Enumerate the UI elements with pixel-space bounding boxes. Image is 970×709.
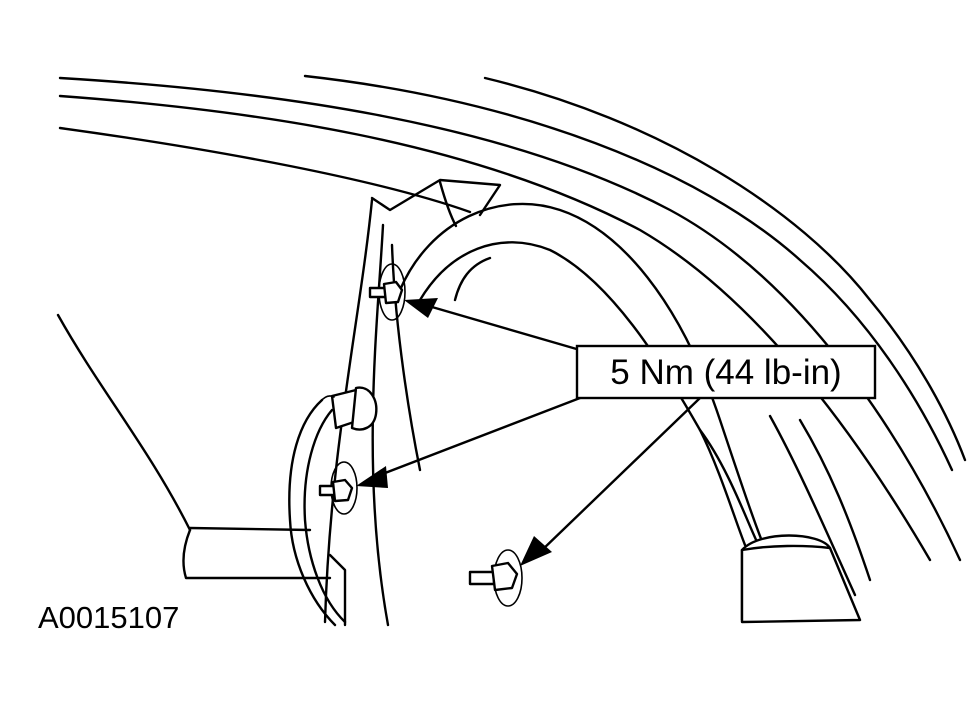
arrow-head-middle — [356, 466, 388, 488]
fastener-upper — [368, 263, 406, 321]
torque-callout-label: 5 Nm (44 lb-in) — [610, 353, 841, 392]
torque-callout-box — [575, 344, 877, 400]
fastener-middle — [318, 461, 358, 515]
arrow-head-upper — [404, 298, 438, 318]
fastener-lower — [468, 549, 523, 607]
arrow-heads — [356, 298, 552, 566]
weatherstrip-curve — [398, 202, 772, 562]
figure-id-label: A0015107 — [38, 600, 179, 635]
roof-contour-lines — [58, 74, 967, 562]
lower-trim-panel — [56, 313, 347, 627]
wire-harness-connector — [288, 386, 378, 627]
grommet-cylinder — [740, 534, 862, 624]
arrow-head-lower — [520, 536, 552, 566]
leader-lines — [370, 305, 702, 554]
